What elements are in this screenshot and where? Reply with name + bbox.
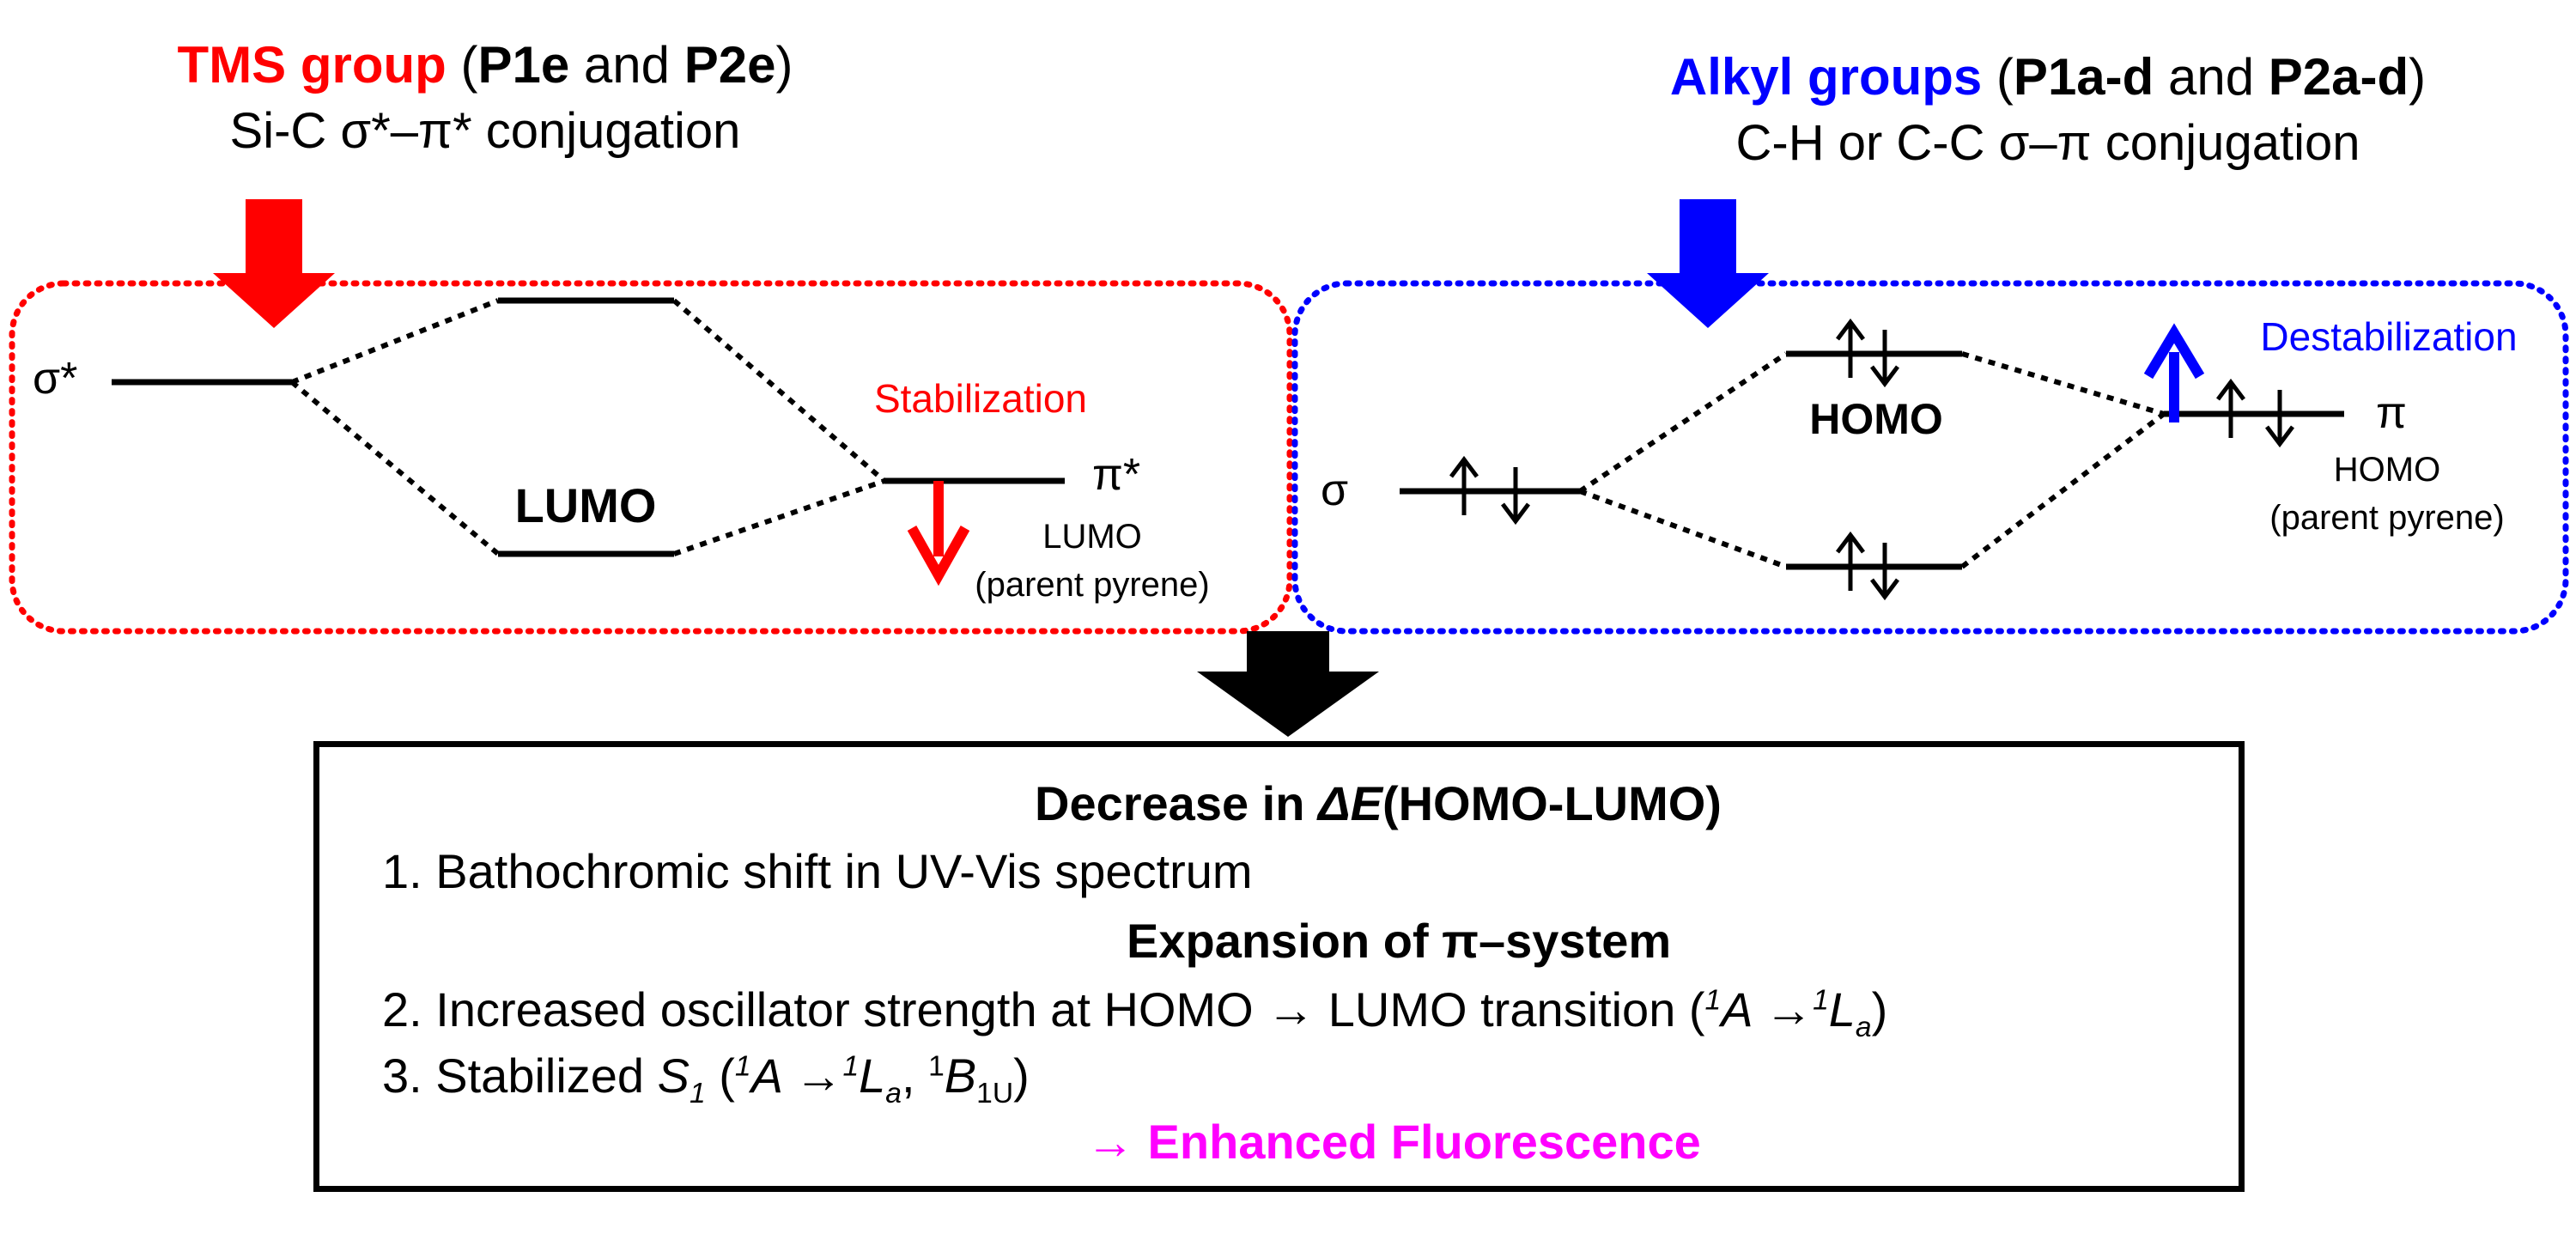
correlation-line: [290, 298, 500, 385]
right-title: Alkyl groups (P1a-d and P2a-d): [1670, 48, 2426, 106]
electron-pair-sigma: [1449, 455, 1530, 526]
right-subtitle: C-H or C-C σ–π conjugation: [1736, 115, 2360, 171]
heading-decrease-delta-e: Decrease in ΔE(HOMO-LUMO): [1035, 776, 1722, 830]
right-panel: σ HOMO Destabilization π HOMO (parent py…: [1291, 199, 2569, 635]
correlation-line: [1578, 351, 1788, 494]
item-stabilized-s1: 3. Stabilized S1 (1A →1La, 1B1U): [382, 1049, 1030, 1110]
electron-pair-homo: [1836, 318, 1899, 388]
enhanced-fluorescence: → Enhanced Fluorescence: [1086, 1115, 1701, 1169]
pi-star-label: π*: [1092, 450, 1140, 500]
left-title: TMS group (P1e and P2e): [178, 36, 793, 94]
left-panel: σ* LUMO Stabilization π* LUMO (parent py…: [9, 199, 1293, 635]
stabilization-label: Stabilization: [874, 376, 1087, 421]
destabilization-arrow: [2143, 323, 2205, 422]
homo-small-label: HOMO: [2334, 451, 2440, 489]
correlation-line: [672, 298, 886, 483]
pi-label: π: [2376, 388, 2407, 438]
summary-box: Decrease in ΔE(HOMO-LUMO) 1. Bathochromi…: [313, 741, 2245, 1192]
parent-pyrene-label: (parent pyrene): [2269, 499, 2504, 537]
item-oscillator-strength: 2. Increased oscillator strength at HOMO…: [382, 982, 1888, 1044]
destabilization-label: Destabilization: [2260, 314, 2517, 359]
left-subtitle: Si-C σ*–π* conjugation: [230, 103, 741, 159]
heading-expansion-pi-system: Expansion of π–system: [1127, 914, 1672, 968]
correlation-line: [673, 478, 885, 556]
item-bathochromic-shift: 1. Bathochromic shift in UV-Vis spectrum: [382, 844, 1253, 898]
left-down-arrow: [213, 199, 335, 328]
correlation-line: [1961, 351, 2165, 416]
sigma-star-label: σ*: [33, 354, 77, 404]
correlation-line: [1960, 411, 2166, 569]
center-down-arrow: [1197, 631, 1379, 737]
homo-label: HOMO: [1809, 395, 1943, 443]
lumo-small-label: LUMO: [1042, 518, 1142, 556]
correlation-line: [1578, 489, 1788, 569]
stabilization-arrow: [907, 481, 970, 587]
correlation-line: [290, 380, 500, 556]
sigma-label: σ: [1321, 465, 1348, 515]
lumo-label: LUMO: [515, 478, 657, 532]
electron-pair-lower: [1836, 531, 1899, 601]
parent-pyrene-label: (parent pyrene): [975, 566, 1209, 604]
electron-pair-pi: [2216, 378, 2294, 448]
right-down-arrow: [1647, 199, 1769, 328]
right-dotted-box: [1291, 280, 2569, 635]
left-dotted-box: [9, 280, 1293, 635]
